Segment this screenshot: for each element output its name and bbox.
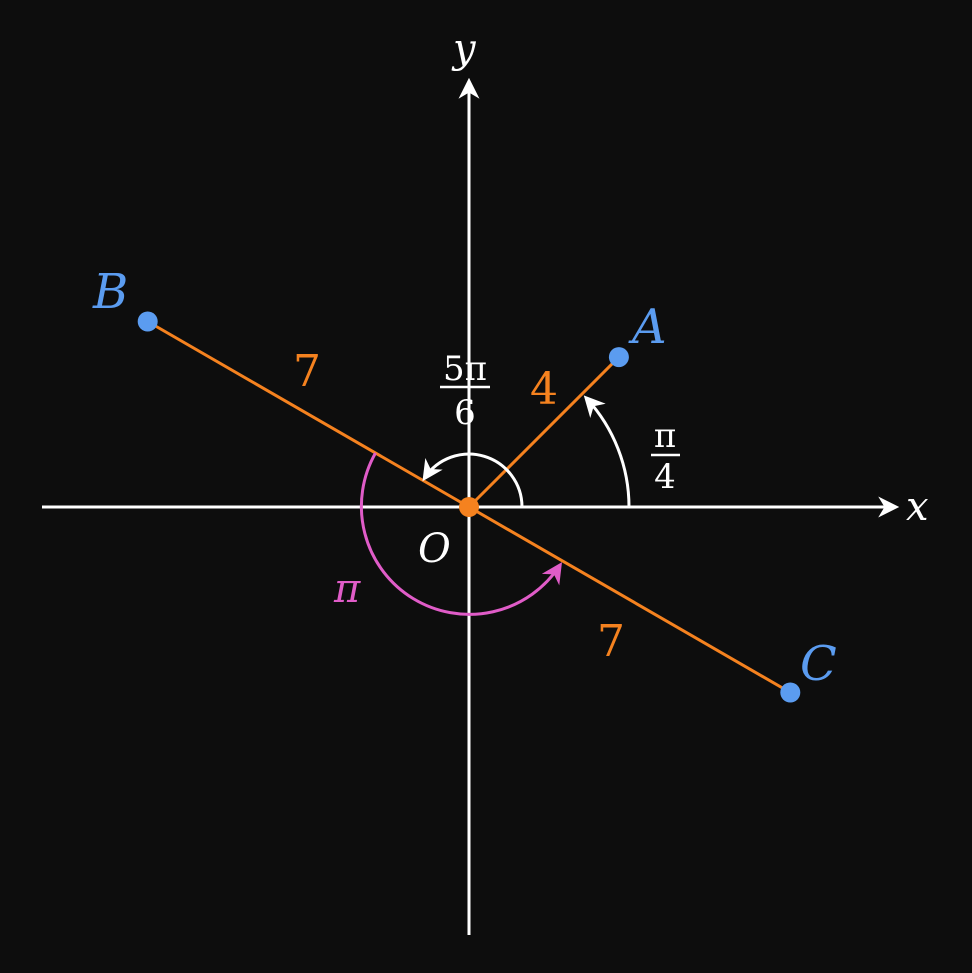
segment-ob [146, 320, 470, 509]
point-c-label: C [800, 636, 837, 692]
point-c [780, 682, 801, 703]
angle-arc-b [422, 452, 524, 508]
angle-c-label: π [333, 566, 361, 612]
point-b-label: B [92, 264, 128, 320]
origin-label: O [418, 526, 451, 572]
segment-oc [468, 505, 792, 694]
segment-oa-length: 4 [530, 364, 558, 415]
point-a [608, 347, 629, 368]
x-axis-label: x [906, 484, 929, 530]
point-origin [459, 497, 479, 517]
angle-b-denominator: 6 [454, 393, 476, 433]
segment-oc-length: 7 [597, 616, 625, 667]
angle-a-denominator: 4 [654, 457, 676, 497]
segment-ob-length: 7 [293, 346, 321, 397]
angle-b-numerator: 5π [443, 349, 487, 389]
angle-arc-a [583, 395, 631, 508]
segment-oa [467, 356, 620, 509]
point-a-label: A [628, 299, 667, 355]
point-b [137, 311, 158, 332]
y-axis-label: y [451, 26, 477, 72]
angle-arc-c [359, 452, 563, 616]
angle-a-numerator: π [654, 416, 676, 456]
